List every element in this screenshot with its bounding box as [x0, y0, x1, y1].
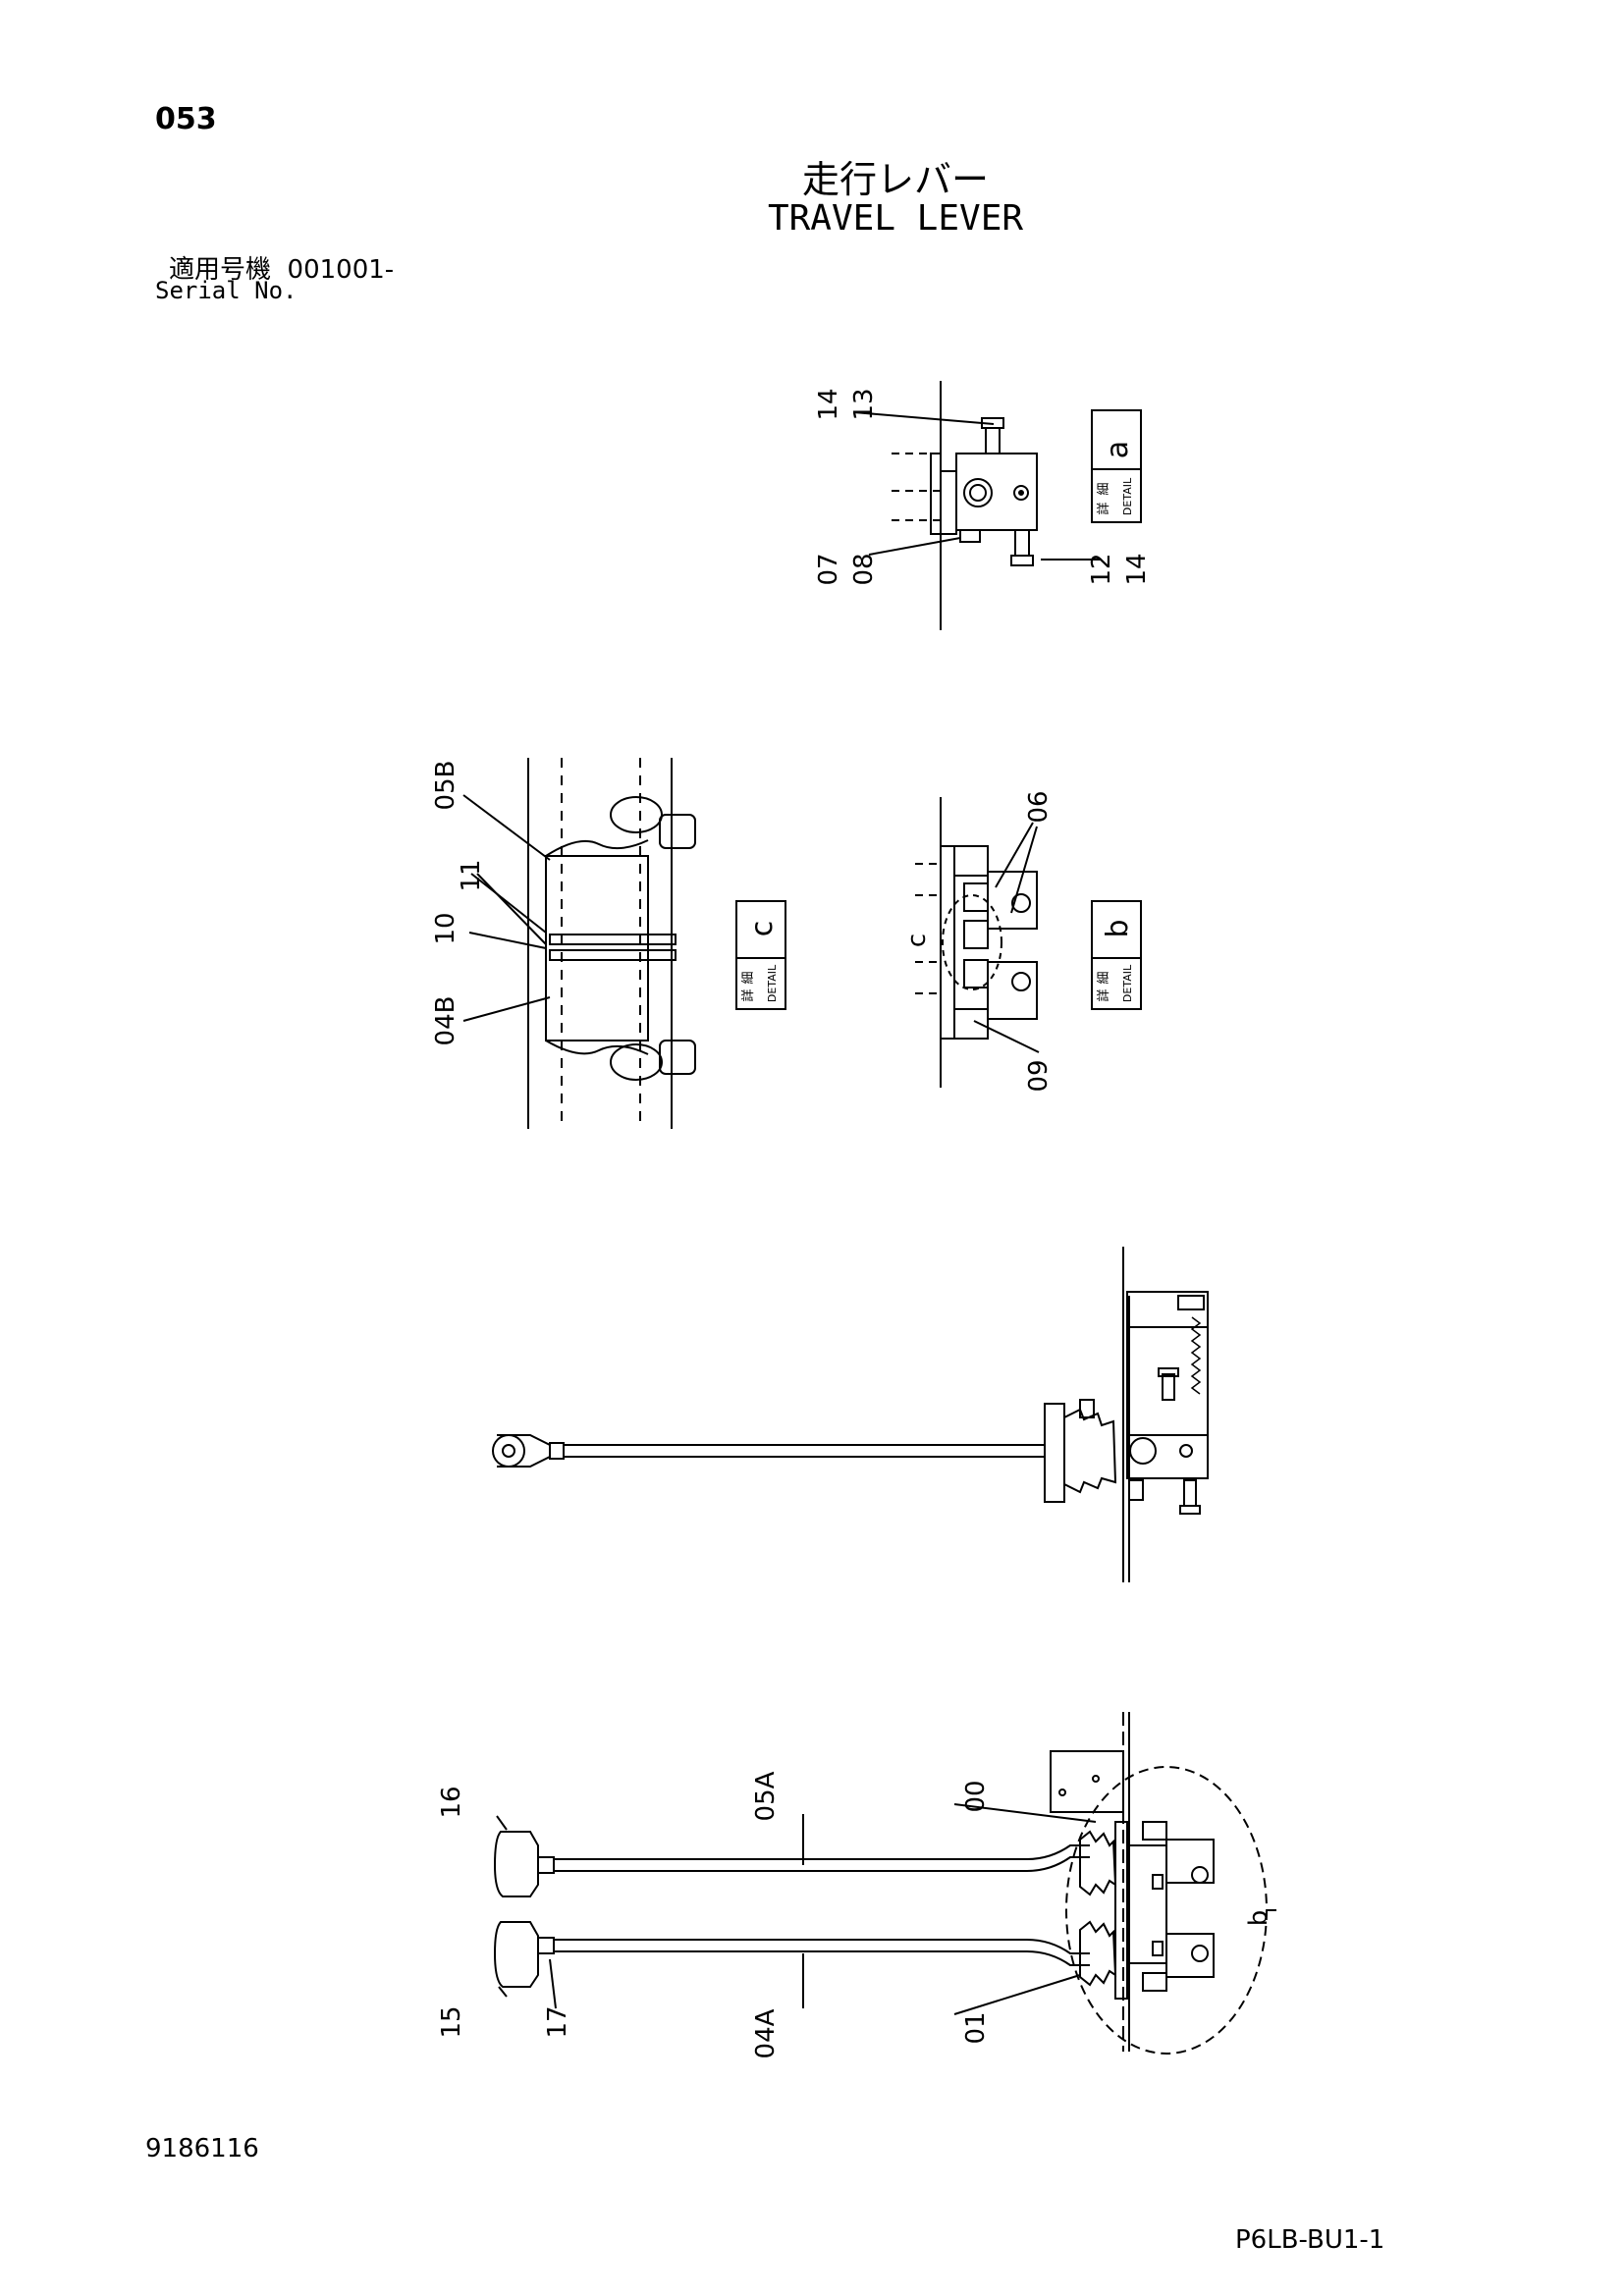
detail-c-label-box: c 詳 細 DETAIL [735, 900, 786, 1010]
detail-b-jp-1: 詳 [1096, 988, 1111, 1001]
callout-10: 10 [431, 912, 460, 944]
callout-16: 16 [437, 1786, 466, 1818]
detail-a-jp-2: 細 [1097, 482, 1111, 495]
serial-line: 適用号機 001001- [169, 249, 394, 286]
detail-c-jp-2: 細 [741, 971, 756, 984]
detail-b-letter: b [1101, 919, 1135, 937]
detail-b-view [915, 797, 1040, 1088]
detail-a-label-box: a 詳 細 DETAIL [1091, 409, 1142, 523]
title-japanese: 走行レバー [801, 158, 989, 201]
callout-04A: 04A [751, 2008, 781, 2058]
document-number: 9186116 [145, 2134, 259, 2163]
detail-b-jp-2: 細 [1097, 971, 1111, 984]
callout-b: b [1244, 1910, 1273, 1927]
page-code: P6LB-BU1-1 [1235, 2225, 1385, 2255]
detail-c-en: DETAIL [766, 964, 779, 1002]
serial-label-jp: 適用号機 [169, 255, 272, 285]
callout-00: 00 [961, 1780, 991, 1812]
callout-c: c [902, 934, 932, 947]
callout-05A: 05A [751, 1771, 781, 1821]
callout-14-bottom: 14 [1122, 553, 1152, 585]
callout-11: 11 [457, 859, 486, 891]
detail-a-en: DETAIL [1121, 477, 1134, 515]
callout-12: 12 [1087, 553, 1116, 585]
main-view [493, 1712, 1276, 2055]
callout-06: 06 [1024, 790, 1054, 823]
callout-14-top: 14 [814, 388, 843, 420]
title-english: TRAVEL LEVER [767, 198, 1024, 239]
callout-15: 15 [437, 2005, 466, 2038]
callout-17: 17 [543, 2005, 572, 2038]
detail-b-label-box: b 詳 細 DETAIL [1091, 900, 1142, 1010]
callout-09: 09 [1024, 1059, 1054, 1092]
detail-c-jp-1: 詳 [740, 988, 756, 1001]
callout-08: 08 [849, 553, 879, 585]
side-view [492, 1247, 1209, 1582]
detail-c-view [462, 758, 696, 1129]
detail-a-jp-1: 詳 [1096, 502, 1111, 514]
callout-04B: 04B [431, 996, 460, 1046]
serial-value: 001001- [287, 255, 395, 285]
page-number: 053 [155, 102, 217, 136]
serial-label-en: Serial No. [155, 277, 298, 304]
detail-b-en: DETAIL [1121, 964, 1134, 1002]
callout-05B: 05B [431, 761, 460, 811]
callout-07: 07 [814, 553, 843, 585]
detail-c-letter: c [745, 921, 780, 937]
callout-01: 01 [961, 2011, 991, 2044]
detail-a-view [853, 381, 1102, 630]
callout-13: 13 [849, 388, 879, 420]
detail-a-letter: a [1101, 441, 1135, 458]
